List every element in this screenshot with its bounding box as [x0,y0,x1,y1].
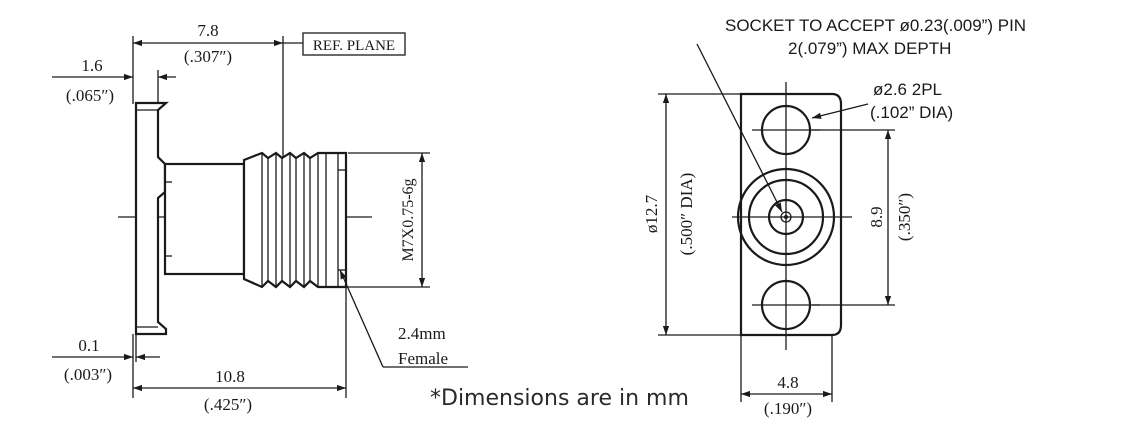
dimensions-footnote: *Dimensions are in mm [430,386,689,411]
interface-leader [339,269,384,368]
thread-spec-label: M7X0.75-6g [400,178,417,261]
socket-note-line2: 2(.079”) MAX DEPTH [788,39,951,58]
threaded-section [242,151,348,289]
flange-outline [134,101,169,336]
body-neck [163,162,246,276]
dim-dia-12-7-mm: ø12.7 [642,194,661,233]
interface-size-label: 2.4mm [398,324,446,343]
socket-leader [696,43,783,213]
dim-7-8-inch: (.307″) [184,47,232,66]
dim-10-8-mm: 10.8 [215,367,245,386]
dim-1-6-mm: 1.6 [81,56,102,75]
dim-8-9-mm: 8.9 [867,206,886,227]
dim-4-8-inch: (.190″) [764,399,812,418]
dim-1-6-inch: (.065″) [66,86,114,105]
dim-0-1-mm: 0.1 [78,336,99,355]
hole-note-line1: ø2.6 2PL [873,80,942,99]
thread-lines [261,153,346,287]
hole-note-line2: (.102” DIA) [870,103,953,122]
socket-note-line1: SOCKET TO ACCEPT ø0.23(.009”) PIN [725,16,1026,35]
interface-gender-label: Female [398,349,448,368]
front-view: SOCKET TO ACCEPT ø0.23(.009”) PIN 2(.079… [642,16,1026,418]
ref-plane-box [302,32,406,56]
ref-plane-label: REF. PLANE [313,38,395,54]
side-view: 7.8 (.307″) REF. PLANE 1.6 (.065″) M7X0.… [52,21,468,414]
dim-0-1-inch: (.003″) [64,365,112,384]
connector-dielectric [767,198,805,236]
dim-8-9-inch: (.350″) [895,193,914,241]
dim-4-8-mm: 4.8 [777,373,798,392]
dim-dia-12-7-inch: (.500″ DIA) [677,173,696,256]
dim-10-8-inch: (.425″) [204,395,252,414]
connector-outer-ring [736,167,836,267]
hole-leader [811,103,869,119]
connector-thread-ring [747,178,825,256]
dim-7-8-mm: 7.8 [197,21,218,40]
center-pin-socket [780,211,792,223]
